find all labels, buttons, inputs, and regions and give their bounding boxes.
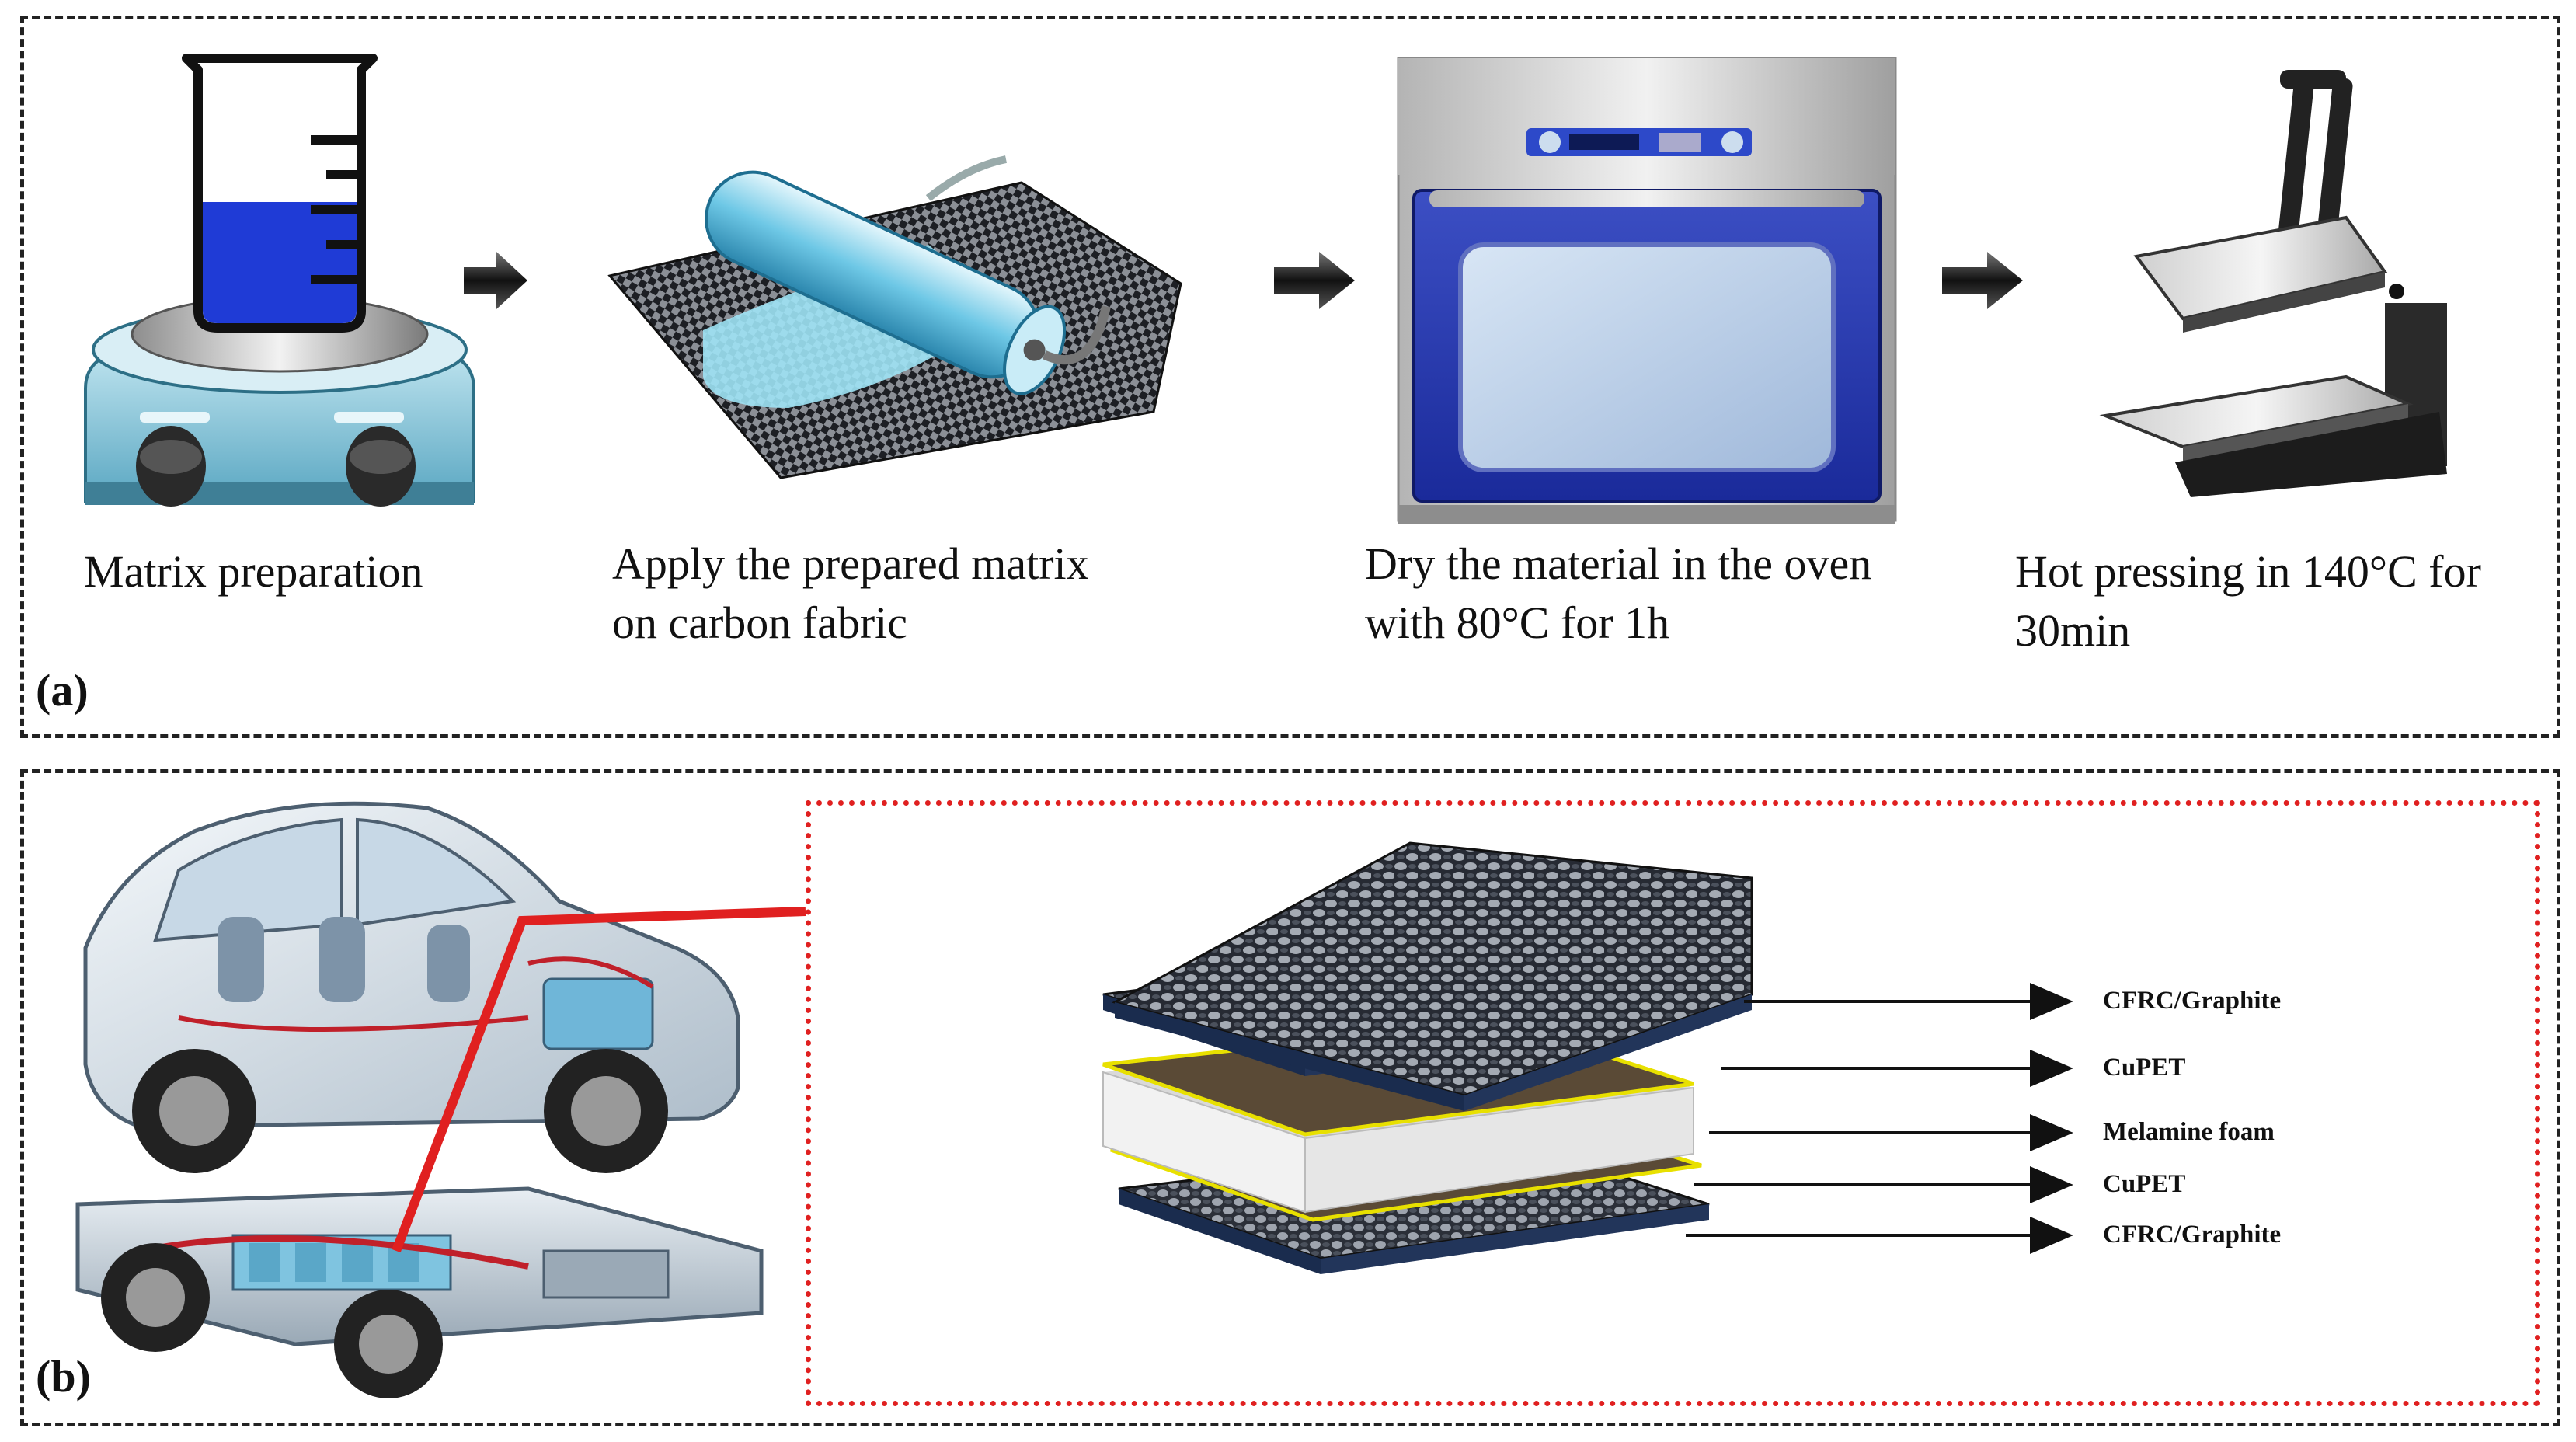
panel-b-frame — [20, 769, 2560, 1426]
drying-oven-icon — [1397, 57, 1897, 524]
step-4-caption-line: Hot pressing in 140°C for — [2015, 546, 2481, 597]
process-arrow-icon — [1274, 252, 1355, 309]
layer-label-cupet-bottom: CuPET — [2103, 1170, 2186, 1198]
step-2-caption: Apply the prepared matrix on carbon fabr… — [612, 535, 1089, 653]
panel-b-label: (b) — [36, 1351, 91, 1402]
panel-a-label: (a) — [36, 665, 89, 716]
electric-vehicle-icon — [75, 801, 764, 1398]
step-4-caption-line: 30min — [2015, 605, 2131, 656]
layer-label-cfrc-bottom: CFRC/Graphite — [2103, 1221, 2282, 1249]
heat-press-icon — [2099, 70, 2447, 497]
step-3-caption-line: Dry the material in the oven — [1365, 538, 1872, 589]
layer-label-melamine-foam: Melamine foam — [2103, 1118, 2275, 1146]
process-arrow-icon — [1942, 252, 2023, 309]
layer-label-cfrc-top: CFRC/Graphite — [2103, 987, 2282, 1015]
process-arrow-icon — [464, 252, 527, 309]
step-1-caption: Matrix preparation — [84, 542, 423, 601]
panel-a-frame — [20, 16, 2560, 738]
magnetic-stirrer-beaker-icon — [84, 54, 475, 507]
step-2-caption-line: Apply the prepared matrix — [612, 538, 1089, 589]
step-3-caption: Dry the material in the oven with 80°C f… — [1365, 535, 1871, 653]
roller-on-carbon-fabric-icon — [607, 155, 1182, 479]
step-4-caption: Hot pressing in 140°C for 30min — [2015, 542, 2481, 660]
layer-label-cupet-top: CuPET — [2103, 1054, 2186, 1082]
step-1-caption-line: Matrix preparation — [84, 546, 423, 597]
step-2-caption-line: on carbon fabric — [612, 597, 908, 648]
top-carbon-plate-icon — [1111, 841, 1753, 1111]
detail-box — [806, 800, 2540, 1406]
step-3-caption-line: with 80°C for 1h — [1365, 597, 1670, 648]
